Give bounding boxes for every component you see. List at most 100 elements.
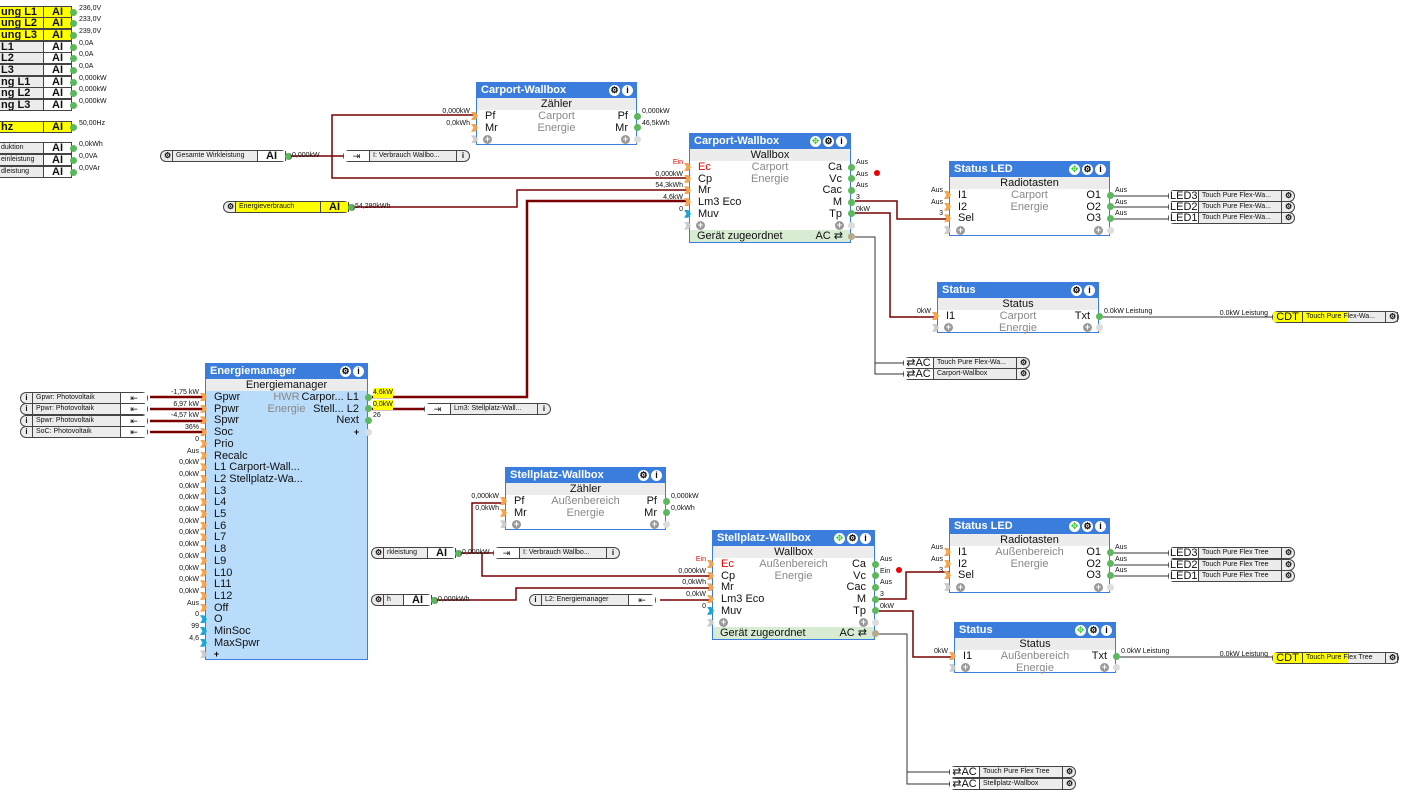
connection-wire[interactable] <box>372 199 689 399</box>
output-port[interactable] <box>365 393 372 401</box>
input-port[interactable] <box>200 486 207 495</box>
lm3-stellplatz-reference[interactable]: ⇥Lm3: Stellplatz-Wall...i <box>424 403 551 415</box>
add-input-icon[interactable]: + <box>944 322 953 333</box>
input-port[interactable] <box>471 123 478 132</box>
input-port[interactable] <box>200 545 207 554</box>
info-icon[interactable]: i <box>530 595 542 605</box>
output-port[interactable] <box>285 153 292 160</box>
output-port[interactable] <box>872 607 879 615</box>
output-port[interactable] <box>872 560 879 568</box>
add-input-port[interactable] <box>944 583 951 592</box>
block-header[interactable]: Status✥⚙i <box>955 623 1115 638</box>
output-port[interactable] <box>848 198 855 206</box>
output-port[interactable] <box>663 497 670 505</box>
add-output-port[interactable] <box>663 520 670 528</box>
input-reference-icon[interactable]: ⇥ <box>494 548 520 558</box>
output-port[interactable] <box>872 595 879 603</box>
input-port[interactable] <box>684 198 691 207</box>
connection-wire[interactable] <box>437 587 712 601</box>
connection-wire[interactable] <box>855 200 949 220</box>
input-reference-icon[interactable]: ⇥ <box>344 151 370 161</box>
output-port[interactable] <box>70 79 77 86</box>
connection-wire[interactable] <box>150 395 205 434</box>
gear-icon[interactable]: ⚙ <box>340 366 351 377</box>
input-port[interactable] <box>684 186 691 195</box>
info-icon[interactable]: i <box>622 85 633 96</box>
add-output-icon[interactable]: + <box>1083 322 1092 333</box>
add-input-port[interactable] <box>932 323 939 332</box>
input-port[interactable] <box>200 451 207 460</box>
input-port[interactable] <box>200 439 207 448</box>
output-port[interactable] <box>70 102 77 109</box>
input-port[interactable] <box>200 615 207 624</box>
add-input-port[interactable] <box>200 650 207 659</box>
input-port[interactable] <box>684 163 691 171</box>
add-input-port[interactable] <box>471 135 478 144</box>
output-port[interactable] <box>848 175 855 183</box>
output-port[interactable] <box>1107 560 1114 568</box>
input-reference-icon[interactable]: ⇥ <box>425 404 451 414</box>
gear-icon[interactable]: ⚙ <box>1285 202 1293 211</box>
move-icon[interactable]: ✥ <box>810 136 821 147</box>
input-port[interactable] <box>707 583 714 592</box>
add-output-icon[interactable]: + <box>1100 662 1109 673</box>
input-port[interactable] <box>200 416 207 425</box>
output-port[interactable] <box>365 416 372 424</box>
info-icon[interactable]: i <box>860 533 871 544</box>
add-input-port[interactable] <box>944 226 951 235</box>
input-port[interactable] <box>200 393 207 401</box>
output-port[interactable] <box>70 169 77 176</box>
gear-icon[interactable]: ⚙ <box>1020 369 1028 378</box>
input-port[interactable] <box>944 214 951 223</box>
info-icon[interactable]: i <box>651 470 662 481</box>
block-header[interactable]: Carport-Wallbox⚙i <box>477 83 636 98</box>
move-icon[interactable]: ✥ <box>1069 521 1080 532</box>
output-port[interactable] <box>431 597 438 604</box>
output-reference-icon[interactable]: ⇤ <box>121 427 147 437</box>
move-icon[interactable]: ✥ <box>1069 164 1080 175</box>
input-port[interactable] <box>707 571 714 580</box>
add-input-icon[interactable]: + <box>696 220 705 230</box>
gear-icon[interactable]: ⚙ <box>1082 521 1093 532</box>
block-header[interactable]: Status LED✥⚙i <box>950 162 1109 177</box>
info-icon[interactable]: i <box>836 136 847 147</box>
output-port[interactable] <box>70 32 77 39</box>
block-header[interactable]: Status LED✥⚙i <box>950 519 1109 534</box>
output-reference-icon[interactable]: ⇤ <box>629 595 655 605</box>
gear-icon[interactable]: ⚙ <box>1285 191 1293 200</box>
input-port[interactable] <box>932 312 939 320</box>
add-output-port[interactable] <box>1107 226 1114 234</box>
add-input-port[interactable] <box>949 663 956 672</box>
gear-icon[interactable]: ⚙ <box>1386 653 1398 663</box>
output-port[interactable] <box>1107 548 1114 556</box>
input-port[interactable] <box>944 202 951 211</box>
ac-port[interactable] <box>872 630 879 638</box>
info-icon[interactable]: i <box>611 548 615 557</box>
output-port[interactable] <box>348 204 355 211</box>
input-port[interactable] <box>200 580 207 589</box>
input-port[interactable] <box>200 428 207 437</box>
gear-icon[interactable]: ⚙ <box>638 470 649 481</box>
input-port[interactable] <box>200 521 207 530</box>
block-header[interactable]: Energiemanager⚙i <box>206 364 367 379</box>
gear-icon[interactable]: ⚙ <box>609 85 620 96</box>
